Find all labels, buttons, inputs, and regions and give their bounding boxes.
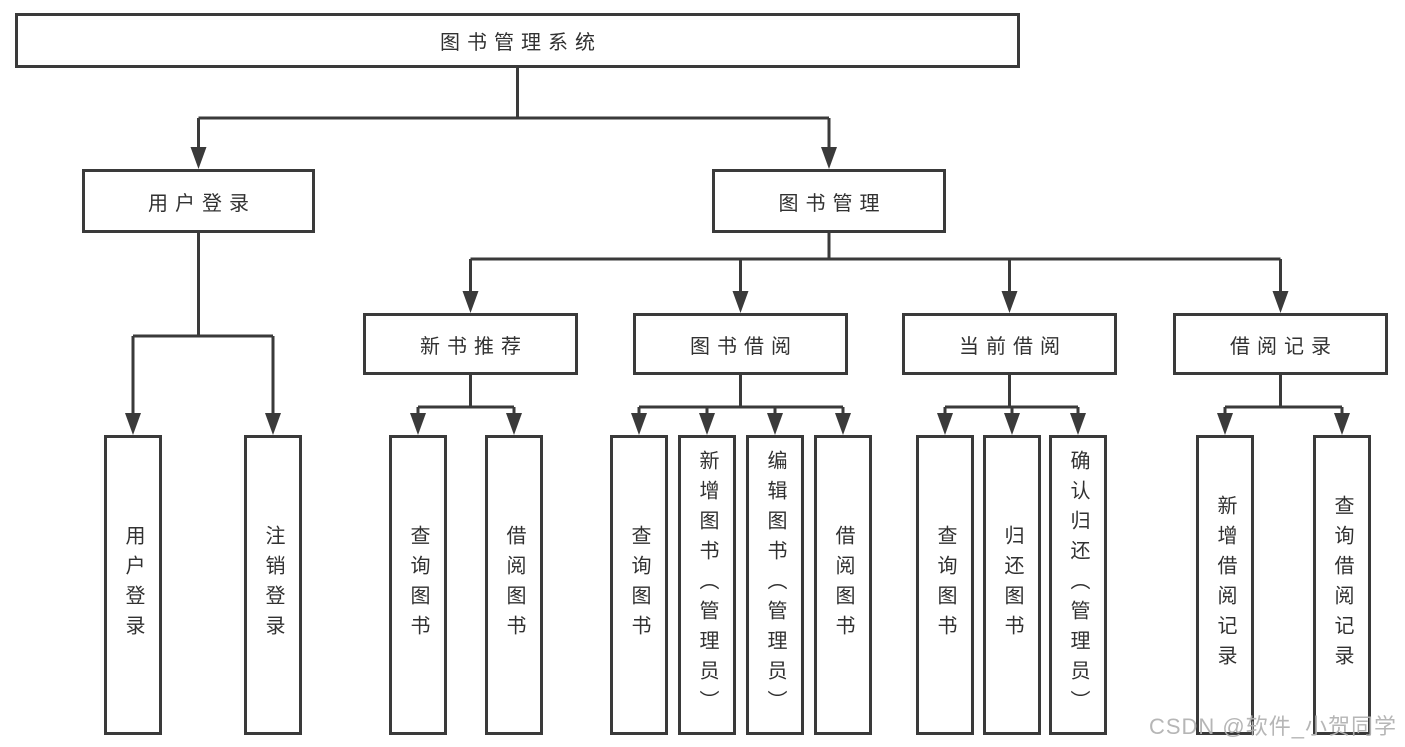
arrowhead [835,413,851,435]
node-current-borrowing-label: 当前借阅 [959,335,1067,358]
leaf-confirm-return-admin: 确认归还（管理员） [1049,435,1107,735]
node-root: 图书管理系统 [15,13,1020,68]
leaf-borrow-books: 借阅图书 [814,435,872,735]
leaf-label: 新增图书（管理员） [696,450,718,720]
leaf-label: 查询图书 [934,525,956,645]
node-book-borrowing-label: 图书借阅 [690,335,798,358]
leaf-label: 编辑图书（管理员） [764,450,786,720]
arrowhead [190,147,207,169]
arrowhead [1334,413,1350,435]
leaf-query-books: 查询图书 [610,435,668,735]
connector-lines [131,66,1344,416]
arrowhead [699,413,715,435]
leaf-user-login: 用户登录 [104,435,162,735]
arrowhead [732,291,749,313]
leaf-logout: 注销登录 [244,435,302,735]
node-user-login-label: 用户登录 [148,192,256,215]
node-book-borrowing: 图书借阅 [633,313,848,375]
arrowhead [410,413,426,435]
leaf-label: 注销登录 [262,525,284,645]
leaf-query-books-current: 查询图书 [916,435,974,735]
arrowhead [1001,291,1018,313]
leaf-label: 确认归还（管理员） [1067,450,1089,720]
arrowhead [937,413,953,435]
leaf-label: 用户登录 [122,525,144,645]
leaf-label: 查询借阅记录 [1331,495,1353,675]
leaf-label: 借阅图书 [503,525,525,645]
leaf-query-borrow-record: 查询借阅记录 [1313,435,1371,735]
node-new-book-recommend-label: 新书推荐 [420,335,528,358]
leaf-label: 查询图书 [407,525,429,645]
arrowhead [125,413,141,435]
node-root-label: 图书管理系统 [440,32,602,54]
leaf-label: 新增借阅记录 [1214,495,1236,675]
arrowhead [506,413,522,435]
node-new-book-recommend: 新书推荐 [363,313,578,375]
leaf-borrow-books-recommend: 借阅图书 [485,435,543,735]
node-book-management: 图书管理 [712,169,946,233]
node-user-login: 用户登录 [82,169,315,233]
leaf-add-books-admin: 新增图书（管理员） [678,435,736,735]
node-borrowing-records-label: 借阅记录 [1230,335,1338,358]
arrowhead [1004,413,1020,435]
leaf-add-borrow-record: 新增借阅记录 [1196,435,1254,735]
arrowhead [767,413,783,435]
leaf-label: 归还图书 [1001,525,1023,645]
arrowheads [125,147,1350,435]
csdn-watermark: CSDN @软件_小贺同学 [1148,714,1397,739]
arrowhead [821,147,837,169]
arrowhead [1070,413,1086,435]
arrowhead [1217,413,1233,435]
leaf-return-books: 归还图书 [983,435,1041,735]
node-book-management-label: 图书管理 [778,192,887,215]
leaf-edit-books-admin: 编辑图书（管理员） [746,435,804,735]
node-borrowing-records: 借阅记录 [1173,313,1388,375]
leaf-label: 查询图书 [628,525,650,645]
arrowhead [1272,291,1289,313]
leaf-label: 借阅图书 [832,525,854,645]
node-current-borrowing: 当前借阅 [902,313,1117,375]
leaf-query-books-recommend: 查询图书 [389,435,447,735]
arrowhead [462,291,479,313]
arrowhead [631,413,647,435]
arrowhead [265,413,281,435]
